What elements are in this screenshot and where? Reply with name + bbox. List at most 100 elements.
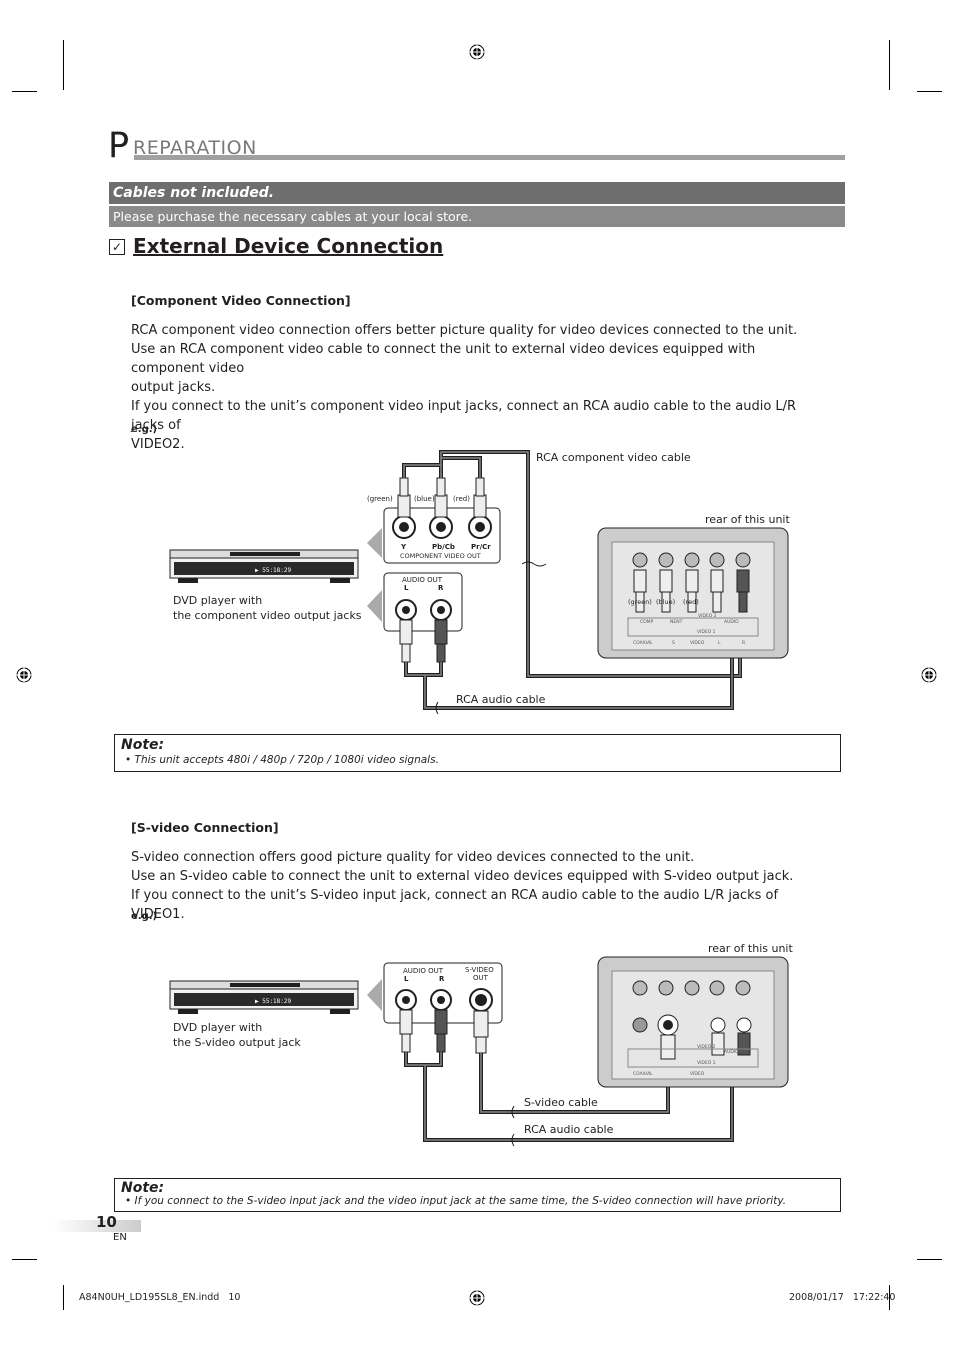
- crop-mark: [917, 1259, 942, 1260]
- pointer-arrow: [367, 979, 382, 1011]
- tv-rear-panel: [597, 527, 789, 659]
- rear-small-label: R: [742, 641, 746, 646]
- rear-small-label: VIDEO 2: [698, 614, 717, 619]
- dvd-display: ▶ 55:18:29: [255, 998, 292, 1005]
- dvd-label-line1: DVD player with: [173, 594, 263, 607]
- crop-mark: [63, 40, 64, 90]
- eg-label: e.g.): [131, 911, 158, 922]
- crop-mark: [917, 91, 942, 92]
- audio-cable-label: RCA audio cable: [524, 1123, 614, 1136]
- crop-mark: [12, 1259, 37, 1260]
- component-paragraph: RCA component video connection offers be…: [131, 321, 831, 454]
- rear-small-label: AUDIO: [724, 620, 739, 625]
- title-rest: REPARATION: [133, 137, 257, 159]
- rear-small-label: NENT: [670, 620, 683, 625]
- rear-unit-label: rear of this unit: [705, 513, 790, 526]
- registration-mark-icon: [921, 667, 937, 683]
- page-language: EN: [113, 1232, 127, 1243]
- note-box: Note: • This unit accepts 480i / 480p / …: [114, 734, 841, 772]
- svideo-out-label-2: OUT: [473, 974, 488, 982]
- audio-out-label: AUDIO OUT: [402, 576, 443, 584]
- rear-small-label: COMP: [640, 620, 654, 625]
- section-title-text: External Device Connection: [133, 234, 444, 258]
- audio-out-label: AUDIO OUT: [403, 967, 444, 975]
- rear-color-red: (red): [683, 598, 699, 606]
- dvd-display: ▶ 55:18:29: [255, 567, 292, 574]
- page-header: P REPARATION: [108, 126, 846, 166]
- dvd-label-line2: the component video output jacks: [173, 609, 362, 622]
- rear-small-label: COAXIAL: [633, 1072, 653, 1077]
- crop-mark: [889, 40, 890, 90]
- registration-mark-icon: [469, 44, 485, 60]
- tv-rear-panel: [597, 956, 789, 1088]
- jack-color-blue: (blue): [414, 495, 435, 503]
- pointer-arrow: [367, 590, 382, 622]
- jack-color-green: (green): [367, 495, 393, 503]
- rear-small-label: VIDEO 2: [697, 1045, 716, 1050]
- paragraph-line: If you connect to the unit’s S-video inp…: [131, 888, 779, 922]
- page-number: 10: [96, 1213, 117, 1231]
- jack-color-red: (red): [453, 495, 470, 503]
- audio-l-label: L: [404, 584, 409, 592]
- note-title: Note:: [121, 737, 165, 753]
- crop-mark: [889, 1285, 890, 1310]
- rear-small-label: VIDEO: [690, 1072, 705, 1077]
- rear-small-label: VIDEO 1: [697, 1061, 716, 1066]
- audio-plugs: [399, 619, 448, 663]
- audio-r-label: R: [439, 975, 445, 983]
- svideo-connection-diagram: ▶ 55:18:29: [169, 956, 789, 1147]
- component-cable-label: RCA component video cable: [536, 451, 691, 464]
- rear-color-green: (green): [628, 598, 652, 606]
- rear-unit-label: rear of this unit: [708, 942, 793, 955]
- rear-small-label: VIDEO 1: [697, 630, 716, 635]
- note-text: • If you connect to the S-video input ja…: [125, 1195, 787, 1207]
- note-title: Note:: [121, 1180, 165, 1196]
- svideo-jack: [469, 988, 493, 1012]
- title-rule: [134, 155, 845, 160]
- component-heading: [Component Video Connection]: [131, 293, 351, 308]
- dvd-player-icon: [169, 980, 359, 1014]
- audio-r-label: R: [438, 584, 444, 592]
- paragraph-line: Use an RCA component video cable to conn…: [131, 342, 756, 376]
- rear-small-label: VIDEO: [690, 641, 705, 646]
- paragraph-line: S-video connection offers good picture q…: [131, 850, 695, 865]
- rear-small-label: L: [718, 641, 721, 646]
- audio-l-label: L: [404, 975, 409, 983]
- cables-text: Please purchase the necessary cables at …: [113, 209, 473, 224]
- paragraph-line: output jacks.: [131, 380, 216, 395]
- pointer-arrow: [367, 528, 382, 558]
- crop-mark: [63, 1285, 64, 1310]
- cables-text-bar: Please purchase the necessary cables at …: [109, 206, 845, 227]
- note-box: Note: • If you connect to the S-video in…: [114, 1178, 841, 1212]
- dvd-label-line1: DVD player with: [173, 1021, 263, 1034]
- title-initial: P: [108, 126, 130, 166]
- paragraph-line: Use an S-video cable to connect the unit…: [131, 869, 794, 884]
- footer-datetime: 2008/01/17 17:22:40: [789, 1292, 896, 1303]
- crop-mark: [12, 91, 37, 92]
- plugs: [399, 1009, 489, 1054]
- jack-name-pr: Pr/Cr: [471, 543, 491, 551]
- svideo-out-label: S-VIDEO: [465, 966, 494, 974]
- eg-label: e.g.): [131, 424, 158, 435]
- registration-mark-icon: [469, 1290, 485, 1306]
- paragraph-line: If you connect to the unit’s component v…: [131, 399, 797, 433]
- component-plugs: [397, 477, 487, 518]
- component-jacks: [392, 515, 492, 539]
- audio-cable-label: RCA audio cable: [456, 693, 546, 706]
- cables-heading-bar: Cables not included.: [109, 182, 845, 204]
- dvd-player-icon: [169, 549, 359, 583]
- rear-color-blue: (blue): [656, 598, 676, 606]
- jack-name-y: Y: [401, 543, 407, 551]
- paragraph-line: RCA component video connection offers be…: [131, 323, 798, 338]
- registration-mark-icon: [16, 667, 32, 683]
- jack-name-pb: Pb/Cb: [432, 543, 455, 551]
- dvd-label-line2: the S-video output jack: [173, 1036, 301, 1049]
- paragraph-line: VIDEO2.: [131, 437, 185, 452]
- component-connection-diagram: ▶ 55:18:29: [169, 450, 789, 715]
- rear-small-label: COAXIAL: [633, 641, 653, 646]
- cables-heading: Cables not included.: [113, 185, 275, 201]
- section-title: ✓External Device Connection: [109, 232, 443, 260]
- svideo-cable-label: S-video cable: [524, 1096, 598, 1109]
- page-number-bar: [53, 1220, 141, 1232]
- footer-filename: A84N0UH_LD195SL8_EN.indd 10: [79, 1292, 241, 1303]
